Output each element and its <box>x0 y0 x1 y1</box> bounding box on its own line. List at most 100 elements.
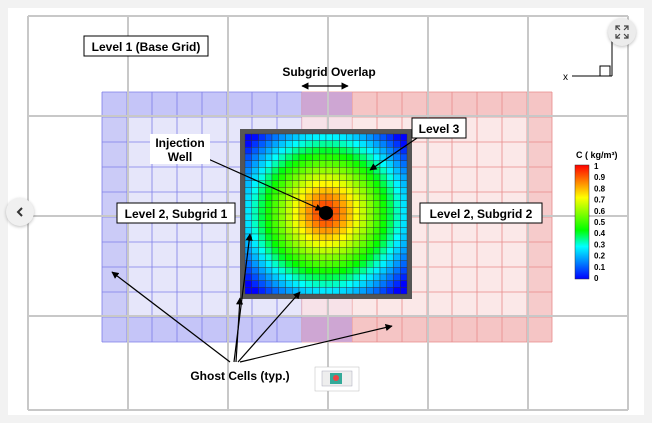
level3-cell <box>386 227 394 235</box>
level3-cell <box>298 213 306 221</box>
level3-cell <box>305 193 313 201</box>
level3-cell <box>251 253 259 261</box>
level3-cell <box>265 193 273 201</box>
level3-cell <box>319 267 327 275</box>
level3-cell <box>312 233 320 241</box>
level3-cell <box>319 187 327 195</box>
level3-cell <box>251 147 259 155</box>
colorbar-tick-label: 0.1 <box>594 263 606 272</box>
level3-cell <box>292 200 300 208</box>
level3-cell <box>366 160 374 168</box>
level3-cell <box>359 187 367 195</box>
level3-cell <box>312 180 320 188</box>
level3-cell <box>352 193 360 201</box>
ghost-cell <box>127 317 152 342</box>
ghost-arrow-5 <box>239 323 393 363</box>
level3-cell <box>366 173 374 181</box>
level3-cell <box>366 180 374 188</box>
level3-cell <box>244 193 252 201</box>
level3-cell <box>265 167 273 175</box>
level3-cell <box>393 153 401 161</box>
level3-cell <box>265 133 273 141</box>
level3-cell <box>325 140 333 148</box>
level3-cell <box>319 153 327 161</box>
level3-cell <box>292 280 300 288</box>
level3-cell <box>325 160 333 168</box>
level3-cell <box>285 227 293 235</box>
level3-cell <box>346 140 354 148</box>
colorbar-ticks: 10.90.80.70.60.50.40.30.20.10 <box>594 162 606 283</box>
level3-cell <box>265 147 273 155</box>
level3-cell <box>258 253 266 261</box>
level3-cell <box>346 227 354 235</box>
level3-cell <box>332 260 340 268</box>
level3-cell <box>393 227 401 235</box>
level3-cell <box>373 153 381 161</box>
ghost-cell <box>527 142 552 167</box>
level3-cell <box>379 280 387 288</box>
level3-cell <box>379 227 387 235</box>
level3-cell <box>373 147 381 155</box>
level3-cell <box>258 280 266 288</box>
level3-cell <box>265 213 273 221</box>
level3-cell <box>332 273 340 281</box>
level3-cell <box>319 147 327 155</box>
level3-cell <box>292 180 300 188</box>
level3-cell <box>292 253 300 261</box>
level3-cell <box>332 280 340 288</box>
level3-cell <box>292 233 300 241</box>
level3-cell <box>292 240 300 248</box>
level3-cell <box>319 173 327 181</box>
level3-cell <box>285 280 293 288</box>
level3-cell <box>312 273 320 281</box>
level3-cell <box>359 153 367 161</box>
level3-cell <box>339 187 347 195</box>
level3-cell <box>352 160 360 168</box>
level3-cell <box>366 233 374 241</box>
level3-cell <box>298 167 306 175</box>
level3-cell <box>400 247 408 255</box>
level3-cell <box>366 193 374 201</box>
level3-cell <box>325 180 333 188</box>
level3-cell <box>352 267 360 275</box>
level3-cell <box>271 233 279 241</box>
level3-cell <box>319 227 327 235</box>
level3-cell <box>244 160 252 168</box>
level3-cell <box>312 153 320 161</box>
level3-cell <box>265 220 273 228</box>
level3-cell <box>285 253 293 261</box>
level3-cell <box>359 247 367 255</box>
level3-cell <box>346 200 354 208</box>
ghost-cell <box>527 292 552 317</box>
level3-cell <box>393 133 401 141</box>
colorbar-tick-label: 0.8 <box>594 184 606 193</box>
level3-cell <box>271 173 279 181</box>
level3-cell <box>305 140 313 148</box>
level3-cell <box>258 247 266 255</box>
level3-cell <box>346 247 354 255</box>
level3-cell <box>352 133 360 141</box>
level3-cell <box>251 207 259 215</box>
level3-cell <box>312 213 320 221</box>
level3-cell <box>251 260 259 268</box>
level3-cell <box>386 200 394 208</box>
level3-cell <box>393 247 401 255</box>
level3-cell <box>359 287 367 295</box>
level3-cell <box>332 213 340 221</box>
level3-cell <box>278 153 286 161</box>
level3-cell <box>346 213 354 221</box>
level3-cell <box>339 240 347 248</box>
level3-cell <box>393 193 401 201</box>
level3-cell <box>292 220 300 228</box>
previous-button[interactable] <box>6 198 34 226</box>
level3-cell <box>325 240 333 248</box>
level3-cell <box>285 167 293 175</box>
level3-cell <box>292 273 300 281</box>
level3-cell <box>352 207 360 215</box>
figure-thumbnail <box>314 366 360 392</box>
expand-button[interactable] <box>608 18 636 46</box>
level3-cell <box>359 200 367 208</box>
level3-cell <box>298 160 306 168</box>
level3-cell <box>359 227 367 235</box>
